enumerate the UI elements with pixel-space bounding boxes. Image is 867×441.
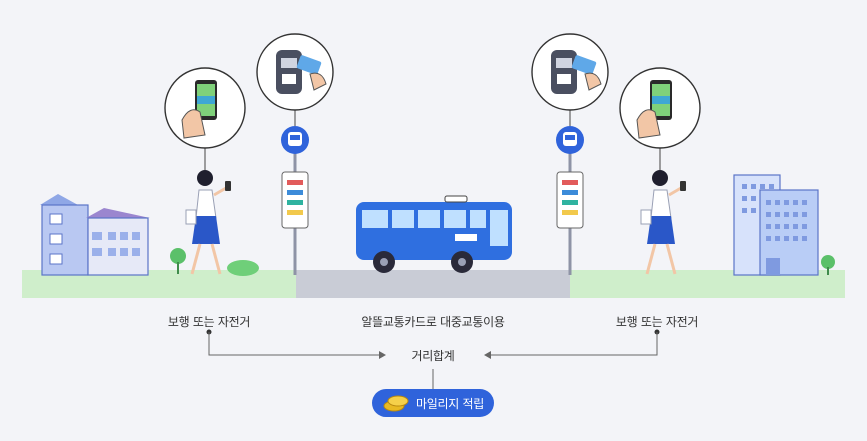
- mileage-badge-label: 마일리지 적립: [416, 396, 484, 411]
- woman-right: [640, 170, 686, 275]
- bus: [356, 195, 512, 273]
- coins-icon: [383, 395, 409, 412]
- bus-stop-left: [256, 33, 334, 275]
- right-step-label: 보행 또는 자전거: [615, 315, 699, 329]
- left-step-label: 보행 또는 자전거: [167, 315, 251, 329]
- right-buildings: [733, 174, 835, 276]
- bus-stop-right: [531, 33, 609, 275]
- road: [296, 270, 570, 298]
- woman-left: [185, 170, 231, 275]
- middle-step-label: 알뜰교통카드로 대중교통이용: [361, 315, 505, 329]
- distance-total-label: 거리합계: [411, 349, 455, 363]
- phone-app-bubble-right: [619, 67, 701, 170]
- summary-connectors: [206, 329, 660, 389]
- left-houses: [40, 194, 259, 276]
- mileage-badge: 마일리지 적립: [372, 389, 494, 417]
- phone-app-bubble-left: [164, 67, 246, 170]
